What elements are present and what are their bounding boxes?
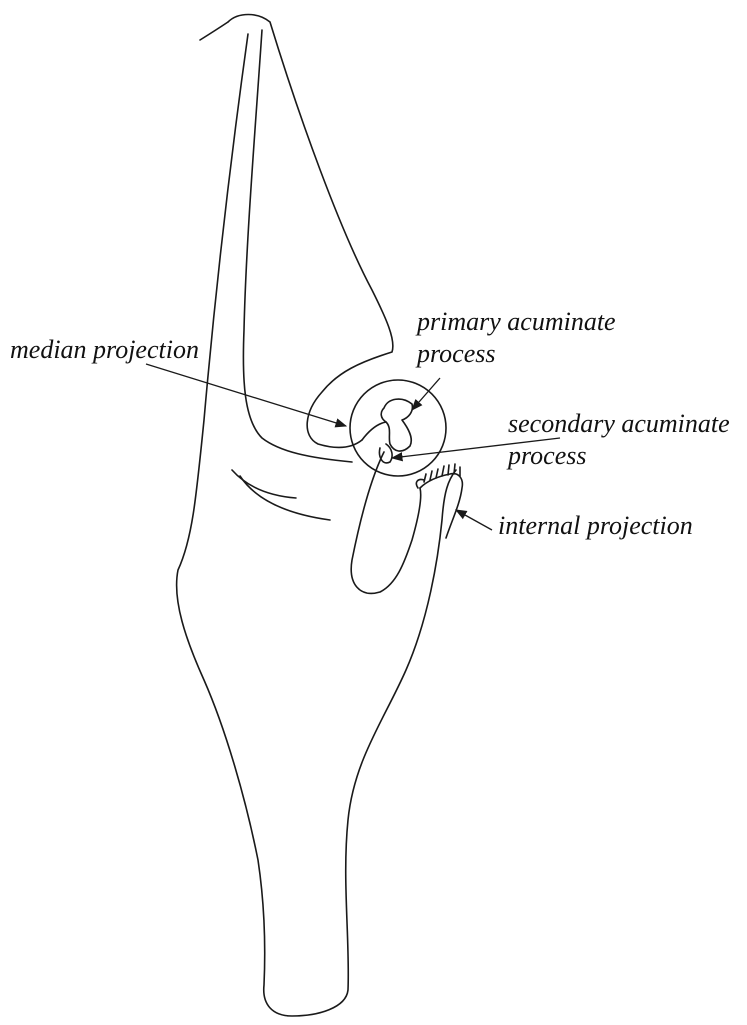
acuminate-circle	[350, 380, 446, 476]
label-secondary-line-1: secondary acuminate	[508, 408, 730, 440]
label-internal-projection-text: internal projection	[498, 510, 693, 542]
body-fold-upper	[240, 476, 330, 520]
internal-projection-teeth	[424, 464, 460, 482]
inner-ridge-line	[243, 30, 352, 462]
label-primary-line-1: primary acuminate	[417, 306, 616, 338]
label-internal-projection: internal projection	[498, 510, 693, 542]
body-fold-lower	[232, 470, 296, 498]
leader-median-projection	[146, 364, 346, 426]
median-projection-shape	[362, 422, 386, 440]
secondary-acuminate-process	[379, 444, 392, 463]
internal-projection-shape	[416, 474, 462, 538]
leader-internal-projection	[456, 510, 492, 530]
label-primary-line-2: process	[417, 338, 616, 370]
main-body-outline	[177, 15, 456, 1017]
label-secondary-acuminate-process: secondary acuminate process	[508, 408, 730, 472]
label-secondary-line-2: process	[508, 440, 730, 472]
label-primary-acuminate-process: primary acuminate process	[417, 306, 616, 370]
label-median-projection: median projection	[10, 334, 199, 366]
label-median-projection-text: median projection	[10, 334, 199, 366]
internal-lobe	[351, 452, 420, 593]
